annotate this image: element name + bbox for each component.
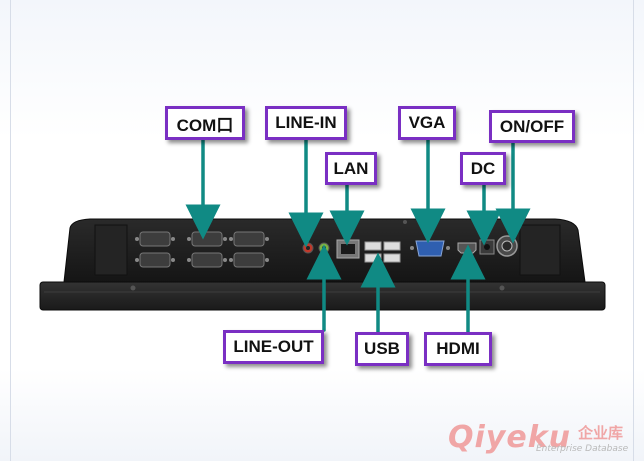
label-on-off: ON/OFF [489, 110, 575, 143]
hdmi-port [457, 242, 477, 254]
label-com: COM口 [165, 106, 245, 140]
watermark-tagline: Enterprise Database [536, 444, 629, 454]
label-usb: USB [355, 332, 409, 366]
label-dc: DC [460, 152, 506, 185]
label-vga: VGA [398, 106, 456, 140]
dc-jack [479, 239, 495, 255]
lan-port [336, 239, 360, 259]
label-line-in: LINE-IN [265, 106, 347, 140]
power-button [496, 235, 518, 257]
label-hdmi: HDMI [424, 332, 492, 366]
watermark-logo: Qiyeku [448, 420, 571, 455]
watermark-cn: 企业库 [578, 424, 624, 442]
frame-line-left [10, 0, 11, 461]
frame-line-right [633, 0, 634, 461]
label-line-out: LINE-OUT [223, 330, 324, 364]
label-lan: LAN [325, 152, 377, 185]
